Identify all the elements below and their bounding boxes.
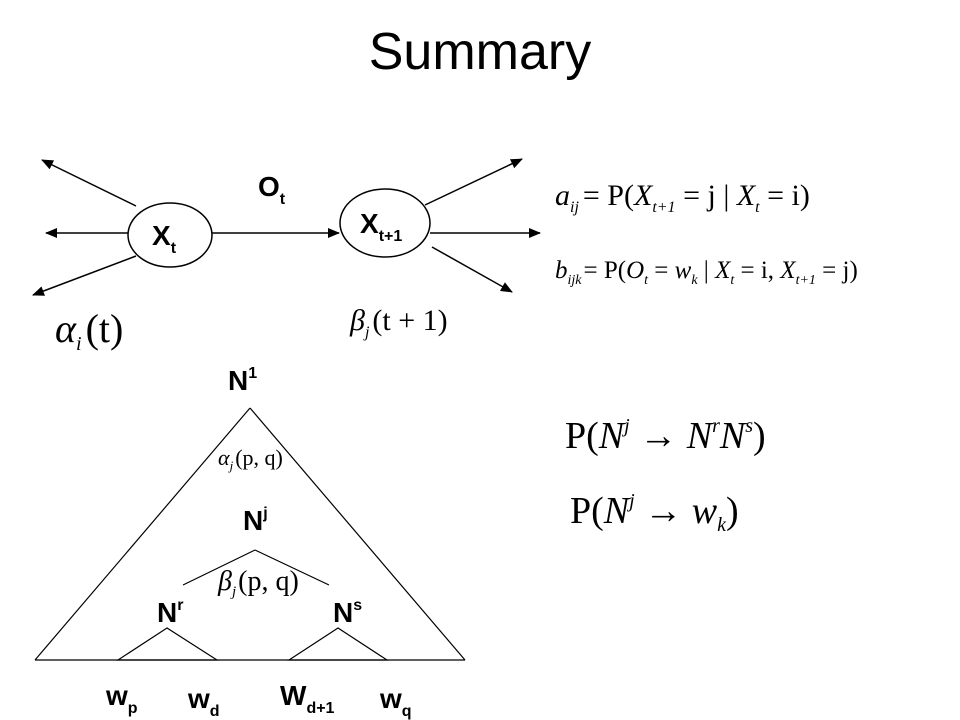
ns-node-label: Ns — [333, 597, 362, 628]
word-wp: wp — [105, 680, 138, 717]
state-node-xt1 — [339, 188, 431, 258]
slide-title: Summary — [368, 23, 592, 81]
left-arrow-up — [41, 159, 137, 207]
outer-triangle-left — [34, 407, 251, 661]
hmm-diagram: Xt Xt+1 Ot αi(t) — [32, 158, 541, 355]
word-wd: wd — [187, 683, 220, 720]
word-wq: wq — [379, 683, 412, 720]
lexical-rule-formula: P(Nj → wk) — [570, 490, 739, 536]
pcfg-beta-formula: βj(p, q) — [217, 566, 299, 600]
nr-subtree-triangle — [115, 627, 220, 661]
word-wd1: Wd+1 — [280, 680, 335, 717]
right-arrow-down — [431, 246, 513, 293]
state-xt-label: Xt — [152, 220, 177, 257]
pcfg-alpha-formula: αj(p, q) — [218, 445, 283, 473]
right-arrow-up — [424, 158, 523, 206]
output-ot-label: Ot — [258, 171, 286, 208]
pcfg-diagram: N1 αj(p, q) Nj βj(p, q) Nr N — [34, 365, 466, 720]
binary-rule-formula: P(Nj → NrNs) — [565, 415, 766, 457]
hmm-alpha-formula: αi(t) — [55, 306, 123, 355]
state-node-xt — [127, 202, 213, 268]
transition-prob-formula: aij= P(Xt+1 = j | Xt = i) — [555, 179, 810, 216]
state-xt1-label: Xt+1 — [360, 208, 402, 245]
ns-subtree-triangle — [286, 627, 390, 661]
left-arrow-down — [32, 255, 137, 296]
nr-node-label: Nr — [157, 597, 183, 628]
outer-triangle-right — [249, 407, 466, 661]
nj-left-branch — [182, 549, 256, 586]
nj-node-label: Nj — [243, 505, 268, 536]
root-node-label: N1 — [228, 365, 257, 396]
nj-right-branch — [254, 549, 330, 586]
emission-prob-formula: bijk= P(Ot = wk | Xt = i, Xt+1 = j) — [555, 257, 858, 288]
hmm-beta-formula: βj(t + 1) — [349, 304, 448, 341]
